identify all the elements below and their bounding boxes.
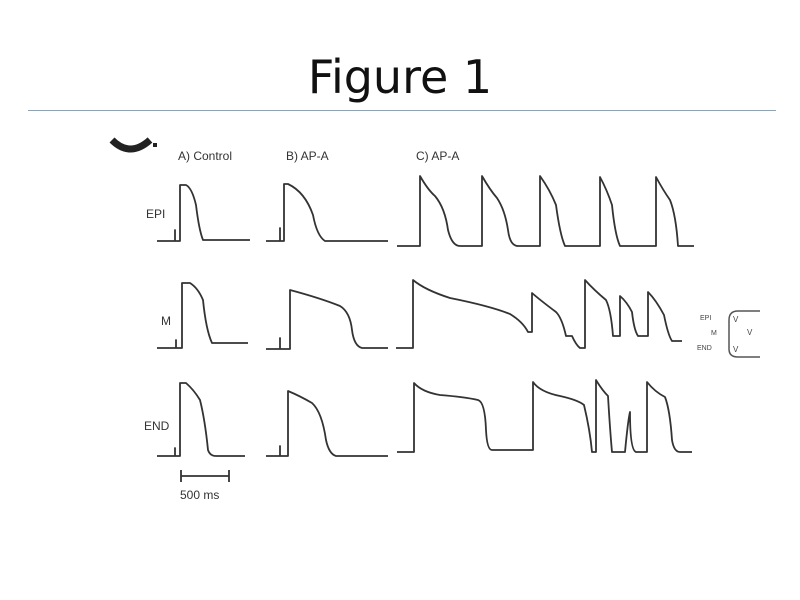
column-label-apa-c: C) AP-A xyxy=(416,149,459,163)
trace-m-control xyxy=(157,282,248,349)
inset-label-epi: EPI xyxy=(700,315,711,322)
trace-m-apa-b xyxy=(266,289,388,350)
trace-epi-apa-b xyxy=(266,183,388,242)
inset-mark-m: V xyxy=(747,328,753,337)
inset-mark-end: V xyxy=(733,345,739,354)
scale-bar-label: 500 ms xyxy=(180,488,219,502)
column-label-apa-b: B) AP-A xyxy=(286,149,329,163)
trace-end-apa-c xyxy=(397,379,692,453)
inset-label-end: END xyxy=(697,345,712,352)
row-label-epi: EPI xyxy=(146,207,165,221)
panel-letter-fragment xyxy=(109,137,153,153)
trace-end-apa-b xyxy=(266,390,388,457)
column-label-control: A) Control xyxy=(178,149,232,163)
lead-inset: EPI M END V V V xyxy=(697,310,760,358)
trace-epi-control xyxy=(157,184,250,242)
row-label-end: END xyxy=(144,419,170,433)
trace-epi-apa-c xyxy=(397,175,694,247)
title-divider xyxy=(28,110,776,111)
trace-end-control xyxy=(157,382,245,457)
trace-m-apa-c xyxy=(396,279,682,349)
inset-label-m: M xyxy=(711,330,717,337)
panel-letter-dot xyxy=(153,143,157,147)
inset-mark-epi: V xyxy=(733,315,739,324)
scale-bar xyxy=(180,470,230,482)
row-label-m: M xyxy=(161,314,171,328)
slide-title: Figure 1 xyxy=(307,50,493,104)
